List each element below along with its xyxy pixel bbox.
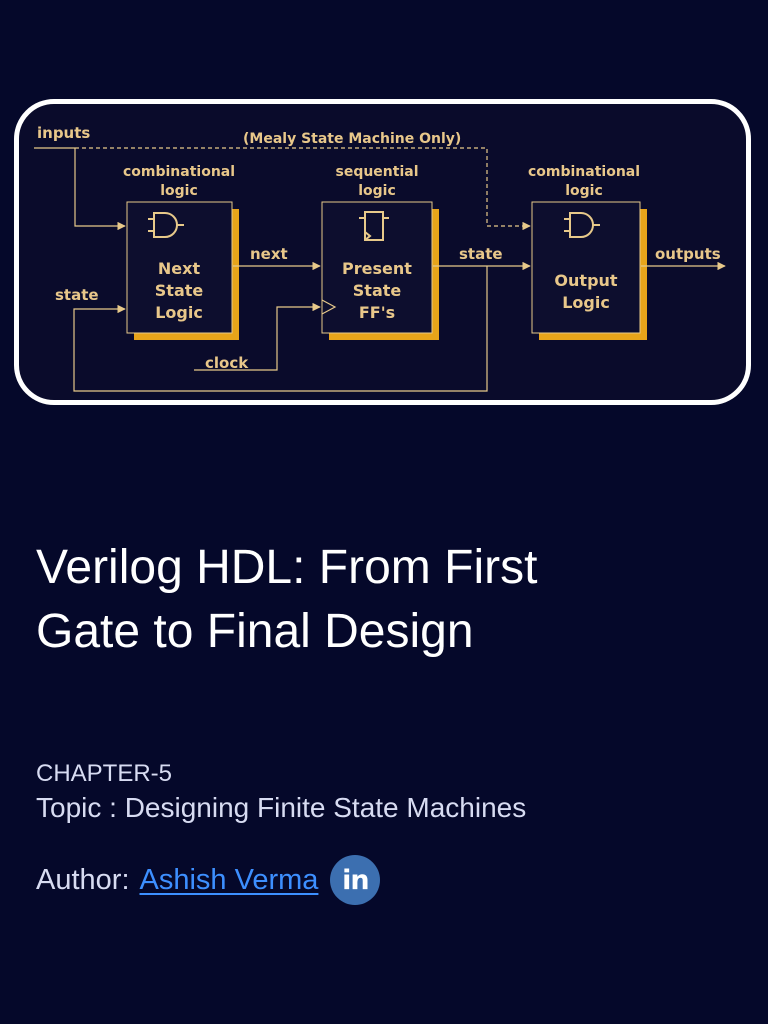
chapter-label: CHAPTER-5 (36, 760, 173, 787)
comb-logic-2-line2: logic (565, 183, 603, 199)
comb-logic-2-line1: combinational (528, 164, 640, 180)
signal-outputs-label: outputs (655, 245, 721, 263)
mealy-note: (Mealy State Machine Only) (243, 131, 461, 147)
signal-wires (34, 147, 726, 392)
author-link[interactable]: Ashish Verma (139, 863, 319, 896)
output-logic-label-1: Output (554, 271, 617, 290)
comb-logic-1-line2: logic (160, 183, 198, 199)
present-state-label-3: FF's (359, 303, 395, 322)
signal-next-label: next (250, 245, 288, 263)
fsm-block-diagram: inputs (Mealy State Machine Only) combin… (34, 124, 726, 392)
next-state-label-3: Logic (155, 303, 203, 322)
flip-flop-icon (359, 211, 389, 241)
comb-logic-1-line1: combinational (123, 164, 235, 180)
title-line-1: Verilog HDL: From First (36, 541, 538, 594)
next-state-logic-block (126, 201, 239, 340)
linkedin-icon[interactable]: in (330, 855, 381, 905)
seq-logic-line2: logic (358, 183, 396, 199)
next-state-label-2: State (155, 281, 204, 300)
clock-input-icon (321, 299, 337, 315)
topic-label: Topic : Designing Finite State Machines (36, 792, 527, 823)
output-logic-block (531, 201, 647, 340)
title-line-2: Gate to Final Design (36, 605, 474, 658)
present-state-label-1: Present (342, 259, 412, 278)
fsm-diagram-frame: inputs (Mealy State Machine Only) combin… (14, 99, 751, 405)
next-state-label-1: Next (158, 259, 201, 278)
present-state-label-2: State (353, 281, 402, 300)
seq-logic-line1: sequential (335, 164, 418, 180)
page-title: Verilog HDL: From First Gate to Final De… (36, 536, 736, 664)
inputs-label: inputs (37, 124, 90, 142)
signal-clock-label: clock (205, 354, 249, 372)
signal-state-feedback-label: state (55, 286, 99, 304)
and-gate-icon (564, 212, 600, 238)
and-gate-icon (148, 212, 184, 238)
author-line: Author: Ashish Verma in (36, 855, 381, 905)
author-label: Author: (36, 863, 130, 896)
signal-state-label: state (459, 245, 503, 263)
output-logic-label-2: Logic (562, 293, 610, 312)
